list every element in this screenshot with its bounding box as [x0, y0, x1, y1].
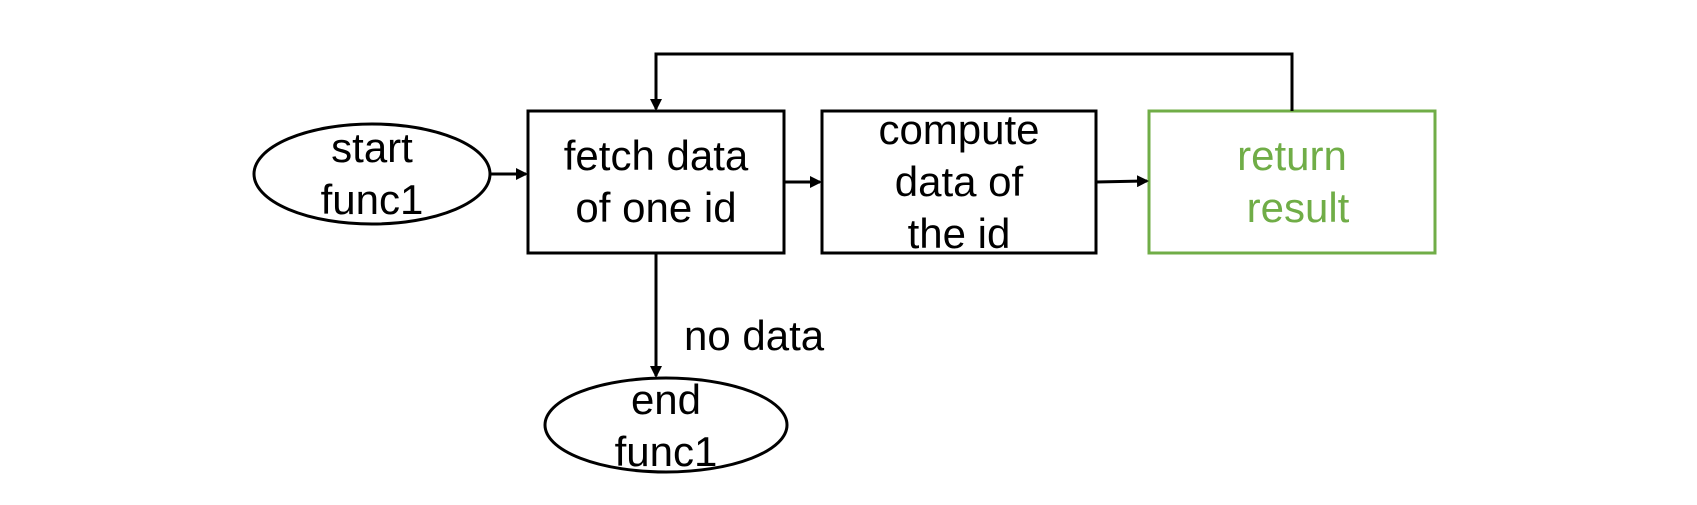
start-node: start func1	[252, 122, 492, 226]
arrow-compute-to-return	[1095, 175, 1149, 188]
end-node-shape	[543, 376, 789, 474]
end-node: end func1	[543, 376, 789, 475]
start-node-label-line1: start	[331, 124, 413, 171]
fetch-node: fetch data of one id	[526, 109, 786, 255]
return-node: return result	[1147, 109, 1437, 255]
end-node-label-line2: func1	[615, 428, 718, 475]
compute-node-label-line1: compute	[878, 106, 1039, 153]
start-node-label-line2: func1	[321, 176, 424, 223]
arrow-return-loop-to-fetch	[650, 52, 1294, 111]
compute-node-label-line2: data of	[895, 158, 1024, 205]
no-data-edge-label: no data	[684, 312, 825, 359]
compute-node: compute data of the id	[820, 106, 1098, 257]
fetch-node-label-line2: of one id	[575, 184, 736, 231]
return-node-label-line2: result	[1247, 184, 1350, 231]
return-node-label-line1: return	[1237, 132, 1347, 179]
compute-node-label-line3: the id	[908, 210, 1011, 257]
fetch-node-label-line1: fetch data	[564, 132, 749, 179]
end-node-label-line1: end	[631, 376, 701, 423]
